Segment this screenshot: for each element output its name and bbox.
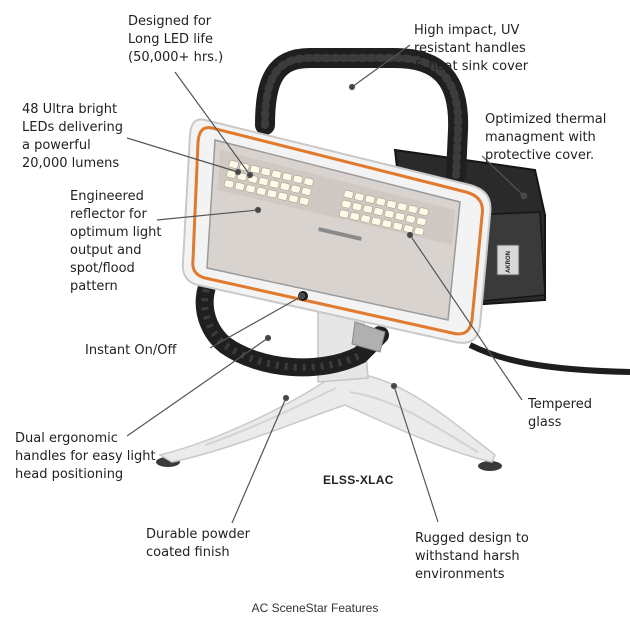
callout-glass: Tempered glass	[528, 397, 592, 430]
leader-finish	[231, 397, 287, 524]
callout-ergonomic: Dual ergonomic handles for easy light he…	[15, 431, 156, 482]
callout-switch: Instant On/Off	[85, 343, 177, 358]
leader-glass	[409, 234, 523, 401]
leader-switch	[209, 295, 303, 349]
leader-leds	[126, 137, 239, 173]
light-head	[181, 118, 492, 344]
callout-finish: Durable powder coated finish	[146, 527, 250, 560]
callout-thermal: Optimized thermal managment with protect…	[485, 112, 607, 163]
leader-rugged	[393, 385, 439, 523]
brand-label: AKRON	[506, 251, 512, 273]
model-label: ELSS-XLAC	[323, 473, 394, 487]
figure-caption: AC SceneStar Features	[251, 601, 379, 615]
leader-led-life	[174, 71, 251, 176]
leader-thermal	[481, 155, 525, 197]
led-array	[224, 160, 429, 236]
pivot-knob	[351, 321, 386, 353]
callout-handles: High impact, UV resistant handles & heat…	[414, 23, 529, 74]
callout-leds: 48 Ultra bright LEDs delivering a powerf…	[22, 102, 123, 171]
callout-rugged: Rugged design to withstand harsh environ…	[415, 531, 529, 582]
callout-led-life: Designed for Long LED life (50,000+ hrs.…	[128, 14, 224, 65]
leader-reflector	[156, 209, 259, 221]
power-cord	[468, 342, 630, 375]
leader-ergonomic	[126, 337, 269, 437]
callout-reflector: Engineered reflector for optimum light o…	[70, 189, 162, 294]
leader-handles	[351, 44, 411, 88]
